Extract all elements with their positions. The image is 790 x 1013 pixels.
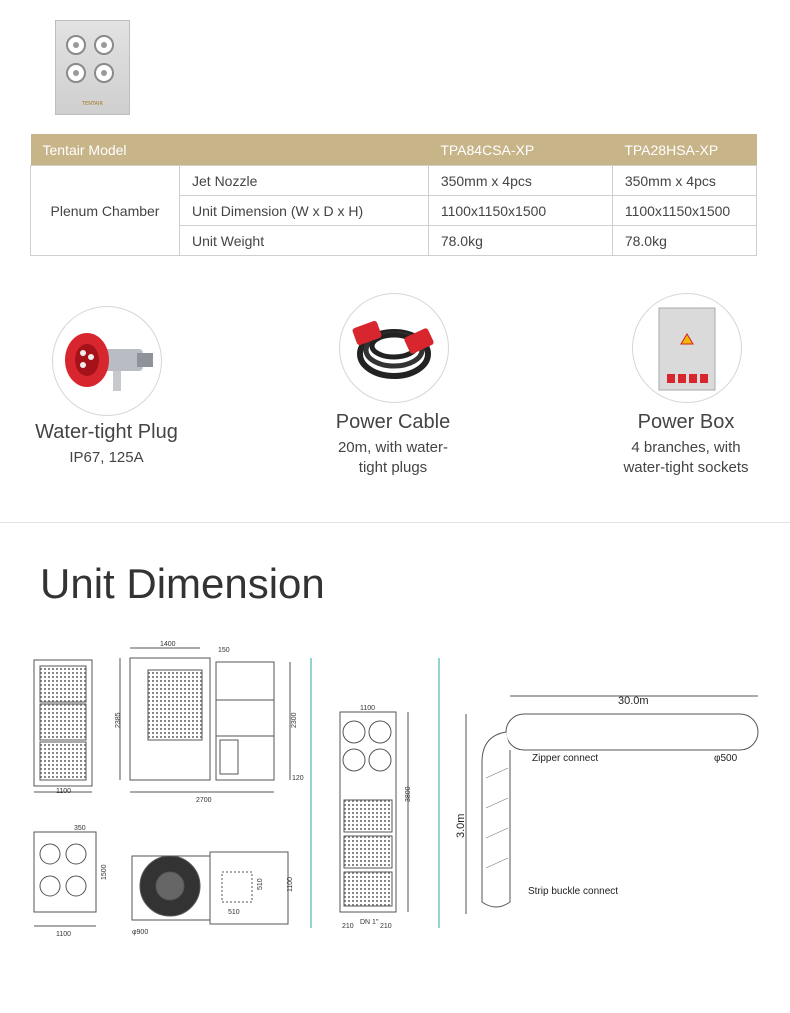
power-box-title: Power Box (637, 411, 735, 433)
header-model-2: TPA28HSA-XP (612, 134, 757, 166)
row-value: 78.0kg (611, 225, 758, 256)
side-width-label: 1400 (160, 641, 176, 648)
duct-length-label: 30.0m (618, 695, 649, 707)
power-box-subtitle-line2: water-tight sockets (623, 459, 749, 476)
tower-height-label: 3800 (405, 786, 412, 802)
cable-subtitle-line2: tight plugs (358, 459, 428, 476)
top-depth-label: 1100 (287, 877, 294, 892)
duct-height-label: 3.0m (455, 814, 467, 838)
side-height-right-label: 2300 (291, 712, 298, 728)
cable-title: Power Cable (335, 411, 451, 433)
strip-buckle-label: Strip buckle connect (528, 886, 618, 897)
plug-icon (65, 333, 153, 391)
cable-photo (339, 293, 449, 403)
power-box-icon (658, 307, 716, 391)
section-title: Unit Dimension (40, 560, 325, 607)
nozzle-icon (94, 63, 114, 83)
nozzle-icon (66, 63, 86, 83)
row-value: 1100x1150x1500 (427, 195, 613, 226)
side-base-label: 120 (292, 775, 304, 782)
plenum-nozzle-label: 350 (74, 825, 86, 832)
tower-base-right-label: 210 (380, 923, 392, 930)
row-value: 1100x1150x1500 (611, 195, 758, 226)
spec-table: Tentair Model TPA84CSA-XP TPA28HSA-XP Pl… (30, 134, 758, 256)
row-label: Unit Dimension (W x D x H) (179, 195, 429, 226)
side-gap-label: 150 (218, 647, 230, 654)
fan-diameter-label: φ900 (132, 929, 148, 936)
row-value: 350mm x 4pcs (427, 165, 613, 196)
plug-photo (52, 306, 162, 416)
nozzle-icon (94, 35, 114, 55)
section-divider (0, 522, 790, 523)
front-width-label: 1100 (56, 788, 71, 795)
group-label: Plenum Chamber (30, 165, 180, 256)
tower-base-left-label: 210 (342, 923, 354, 930)
top-dim-a-label: 510 (257, 878, 264, 890)
plenum-height-label: 1500 (101, 864, 108, 880)
table-row: Unit Dimension (W x D x H) 1100x1150x150… (31, 195, 758, 226)
header-model: Tentair Model (30, 134, 429, 166)
plug-subtitle: IP67, 125A (69, 449, 144, 466)
cable-subtitle-line1: 20m, with water- (337, 439, 449, 456)
nozzle-icon (66, 35, 86, 55)
table-header-row: Tentair Model TPA84CSA-XP TPA28HSA-XP (30, 134, 757, 166)
power-box-photo (632, 293, 742, 403)
table-row: Plenum Chamber Jet Nozzle 350mm x 4pcs 3… (30, 165, 758, 256)
plug-title: Water-tight Plug (35, 421, 178, 443)
zipper-connect-label: Zipper connect (532, 753, 598, 764)
brand-logo: TENTAIR (82, 101, 103, 107)
plenum-width-label: 1100 (56, 931, 71, 938)
row-label: Jet Nozzle (179, 165, 429, 196)
top-dim-b-label: 510 (228, 909, 240, 916)
tower-base-mid-label: DN 1" (360, 919, 379, 926)
table-row: Unit Weight 78.0kg 78.0kg (31, 225, 758, 256)
side-length-label: 2700 (196, 797, 212, 804)
tower-width-label: 1100 (360, 705, 375, 712)
row-value: 350mm x 4pcs (611, 165, 758, 196)
plenum-chamber-photo: TENTAIR (55, 20, 130, 115)
row-value: 78.0kg (427, 225, 613, 256)
dimension-drawings: 1100 1400 150 2385 2300 120 2700 350 150… (33, 641, 759, 938)
cable-icon (352, 320, 434, 379)
row-label: Unit Weight (179, 225, 429, 256)
header-model-1: TPA84CSA-XP (428, 134, 613, 166)
duct-diameter-label: φ500 (714, 753, 738, 764)
side-height-left-label: 2385 (115, 712, 122, 728)
power-box-subtitle-line1: 4 branches, with (631, 439, 741, 456)
